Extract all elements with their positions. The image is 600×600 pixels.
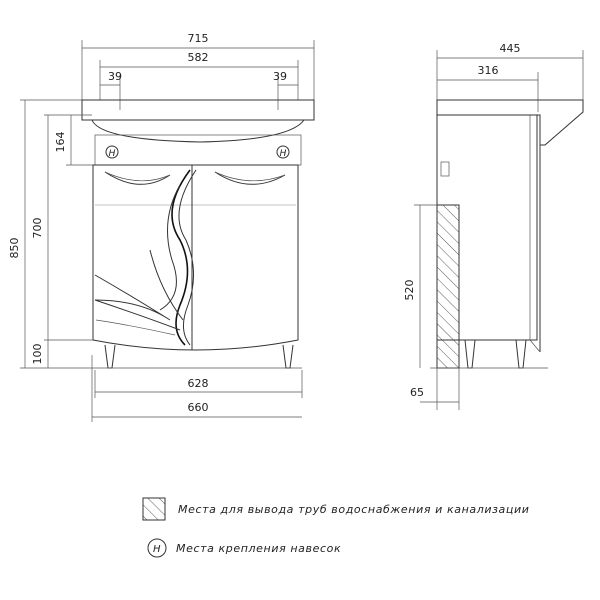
hanging-marker-left: Н xyxy=(105,145,119,159)
svg-text:Н: Н xyxy=(280,149,287,159)
hanging-marker-right: Н xyxy=(276,145,290,159)
basin-curve xyxy=(91,119,305,143)
handle-left xyxy=(104,171,171,185)
dim-leg-offset: 65 xyxy=(410,368,460,410)
label-offset-right: 39 xyxy=(273,70,287,83)
label-height-body: 700 xyxy=(31,218,44,239)
legend-pipes-label: Места для вывода труб водоснабжения и ка… xyxy=(178,503,529,516)
siphon-bracket xyxy=(440,161,450,177)
side-view: 445 316 520 xyxy=(403,42,584,410)
svg-text:Н: Н xyxy=(153,544,161,555)
side-legs xyxy=(464,339,527,369)
leaf-decoration xyxy=(94,169,197,346)
dim-height-legs: 100 xyxy=(31,340,49,368)
label-depth-body: 316 xyxy=(478,64,499,77)
label-pipe-height: 520 xyxy=(403,280,416,301)
svg-text:Н: Н xyxy=(109,149,116,159)
pipe-zone xyxy=(436,204,460,369)
label-height-legs: 100 xyxy=(31,344,44,365)
front-view: 715 582 39 39 Н Н xyxy=(8,32,315,422)
legend-hanging-symbol xyxy=(147,538,167,558)
dim-height-body: 700 xyxy=(31,114,93,341)
cabinet-body xyxy=(92,164,299,351)
label-width-doors: 660 xyxy=(188,401,209,414)
handle-right xyxy=(214,171,286,185)
dim-height-total: 850 xyxy=(8,99,95,369)
legend-hanging-label: Места крепления навесок xyxy=(176,542,341,555)
dim-depth-total: 445 xyxy=(436,42,584,100)
dim-pipe-height: 520 xyxy=(403,204,437,368)
countertop xyxy=(81,99,315,121)
label-width-base: 628 xyxy=(188,377,209,390)
upper-panel xyxy=(94,134,302,166)
dim-offsets: 39 39 xyxy=(100,70,298,110)
label-height-top: 164 xyxy=(54,132,67,153)
legend-hatch-swatch xyxy=(142,497,166,521)
dim-height-top: 164 xyxy=(54,115,93,166)
dim-width-total: 715 xyxy=(81,32,315,100)
label-offset-left: 39 xyxy=(108,70,122,83)
dim-width-doors: 660 xyxy=(91,355,302,422)
legs xyxy=(104,344,294,369)
dim-depth-body: 316 xyxy=(437,64,539,112)
dim-width-inner: 582 xyxy=(99,51,299,100)
side-countertop xyxy=(436,99,584,146)
label-width-inner: 582 xyxy=(188,51,209,64)
label-height-total: 850 xyxy=(8,238,21,259)
legend: Места для вывода труб водоснабжения и ка… xyxy=(142,497,529,558)
label-depth-total: 445 xyxy=(500,42,521,55)
label-leg-offset: 65 xyxy=(410,386,424,399)
dim-width-base: 628 xyxy=(94,370,303,398)
label-width-total: 715 xyxy=(188,32,209,45)
